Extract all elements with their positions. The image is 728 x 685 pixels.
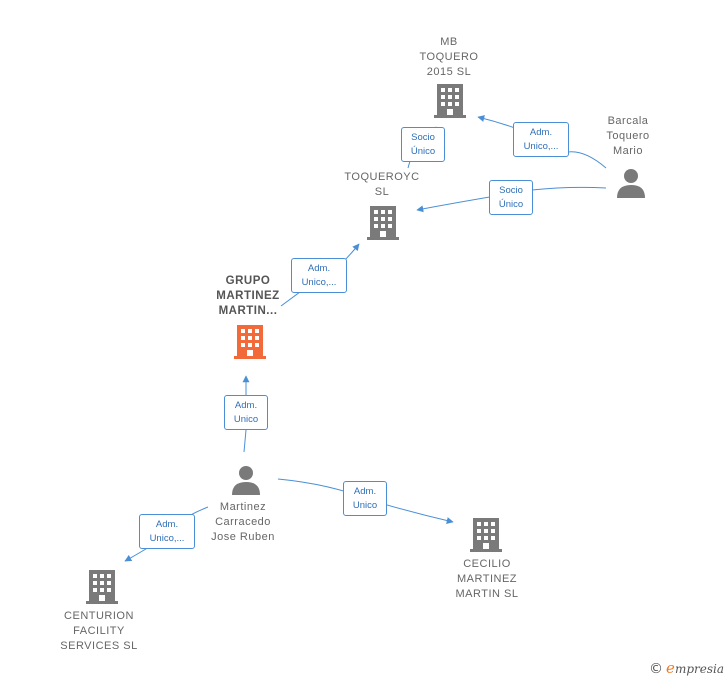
brand-logo: ©empresia bbox=[649, 659, 724, 677]
building-icon[interactable] bbox=[367, 206, 399, 240]
node-label-grupo-martinez[interactable]: GRUPO MARTINEZ MARTIN... bbox=[216, 275, 280, 317]
person-icon[interactable] bbox=[616, 168, 646, 198]
edge-label-adm-person-grupo[interactable]: Adm. Unico bbox=[224, 395, 268, 430]
building-icon[interactable] bbox=[234, 325, 266, 359]
node-label-centurion[interactable]: CENTURION FACILITY SERVICES SL bbox=[60, 610, 138, 652]
node-label-mb-toquero[interactable]: MB TOQUERO 2015 SL bbox=[419, 36, 479, 78]
node-label-barcala[interactable]: Barcala Toquero Mario bbox=[606, 115, 650, 157]
edge-label-socio-mb[interactable]: Socio Único bbox=[401, 127, 445, 162]
edge-label-adm-person-cecilio[interactable]: Adm. Unico bbox=[343, 481, 387, 516]
copyright-icon: © bbox=[649, 661, 664, 677]
edge-label-adm-barcala-mb[interactable]: Adm. Unico,... bbox=[513, 122, 569, 157]
brand-name: mpresia bbox=[674, 662, 724, 676]
building-icon[interactable] bbox=[470, 518, 502, 552]
person-icon[interactable] bbox=[231, 465, 261, 495]
brand-first-letter: e bbox=[666, 659, 675, 677]
node-label-toqueroyc[interactable]: TOQUEROYC SL bbox=[344, 171, 420, 198]
node-label-martinez-carracedo[interactable]: Martinez Carracedo Jose Ruben bbox=[211, 501, 275, 543]
building-icon[interactable] bbox=[434, 84, 466, 118]
edge-person-grupo bbox=[242, 375, 250, 453]
node-label-cecilio[interactable]: CECILIO MARTINEZ MARTIN SL bbox=[455, 558, 519, 600]
building-icon[interactable] bbox=[86, 570, 118, 604]
edge-label-adm-person-centurion[interactable]: Adm. Unico,... bbox=[139, 514, 195, 549]
edge-label-adm-grupo-toqueroyc[interactable]: Adm. Unico,... bbox=[291, 258, 347, 293]
edge-label-socio-barcala-toqueroyc[interactable]: Socio Único bbox=[489, 180, 533, 215]
